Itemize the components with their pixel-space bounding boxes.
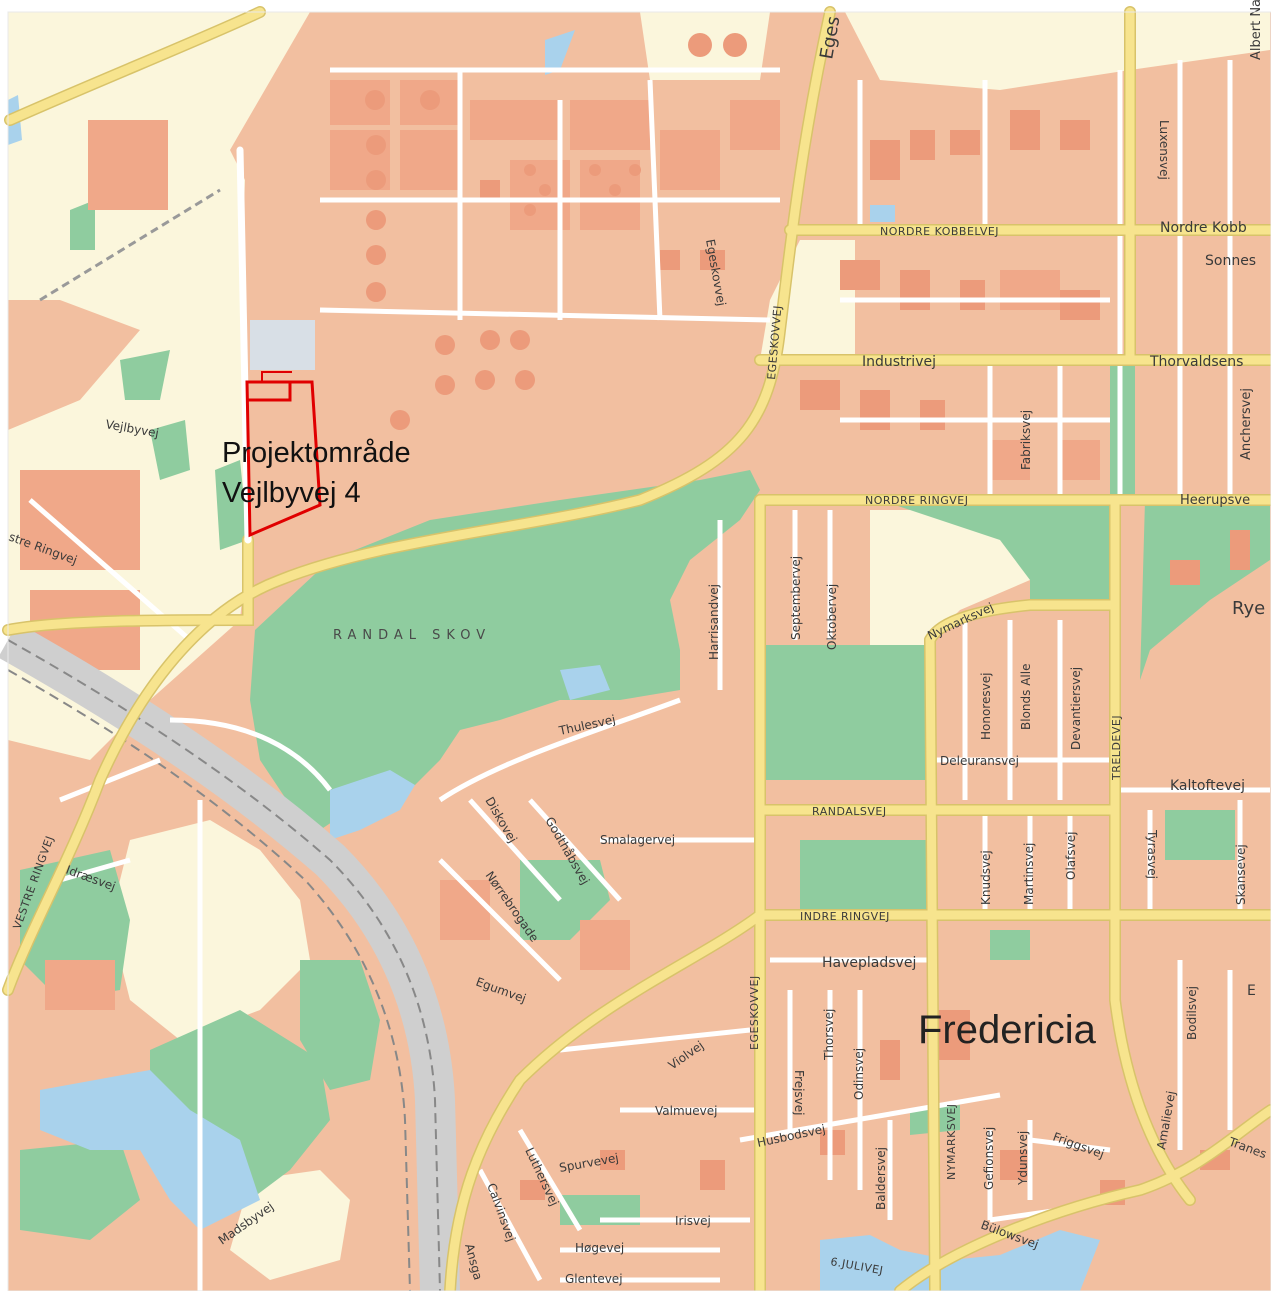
major-roads	[2, 6, 1271, 1291]
road-label-smalagervej: Smalagervej	[600, 833, 675, 847]
road-label-frejsvej: Frejsvej	[792, 1070, 806, 1116]
railway	[0, 188, 460, 1291]
road-label-septembervej: Septembervej	[789, 556, 803, 640]
road-label-indre-ringvej: INDRE RINGVEJ	[800, 910, 890, 923]
road-label-randalsvej: RANDALSVEJ	[812, 805, 887, 818]
minor-roads	[28, 60, 1270, 1291]
storage-tanks	[365, 33, 747, 430]
road-label-irisvej: Irisvej	[675, 1214, 711, 1228]
road-label-nordre-ringvej: NORDRE RINGVEJ	[865, 494, 968, 507]
road-label-kaltoftevej: Kaltoftevej	[1170, 778, 1245, 794]
road-label-luxensvej: Luxensvej	[1157, 120, 1171, 180]
road-label-heerupsve: Heerupsve	[1180, 493, 1250, 508]
road-label-rye: Rye	[1232, 598, 1265, 619]
road-label-odinsvej: Odinsvej	[852, 1048, 866, 1100]
road-label-sonnes: Sonnes	[1205, 253, 1256, 269]
road-label-e-right: E	[1247, 983, 1256, 999]
road-label-valmuevej: Valmuevej	[655, 1104, 717, 1118]
city-label: Fredericia	[918, 1008, 1097, 1052]
buildings	[480, 110, 1250, 1205]
project-label-line1: Projektområde	[222, 437, 411, 469]
road-label-martinsvej: Martinsvej	[1022, 843, 1036, 905]
road-label-blonds-alle: Blonds Alle	[1019, 664, 1033, 730]
road-label-ydunsvej: Ydunsvej	[1016, 1131, 1030, 1186]
road-label-honoresvej: Honoresvej	[979, 673, 993, 740]
road-label-havepladsvej: Havepladsvej	[822, 955, 916, 971]
water-bodies	[8, 30, 1100, 1291]
forest-label: RANDAL SKOV	[333, 628, 491, 643]
road-label-deleuransvej: Deleuransvej	[940, 754, 1019, 768]
road-label-nymarksvej-s: NYMARKSVEJ	[945, 1103, 958, 1180]
industrial-blocks	[20, 80, 1100, 1010]
road-label-nordre-kobbelvej: NORDRE KOBBELVEJ	[880, 225, 999, 238]
road-label-tyrasvej: Tyrasvej	[1145, 829, 1159, 879]
road-label-skansevej: Skansevej	[1234, 844, 1248, 905]
road-label-industrivej: Industrivej	[862, 354, 936, 370]
road-label-fabriksvej: Fabriksvej	[1019, 410, 1033, 470]
road-label-thorvaldsens: Thorvaldsens	[1149, 354, 1243, 370]
road-label-devantiersvej: Devantiersvej	[1069, 667, 1083, 750]
road-label-albert-naurs: Albert Naurs Vej	[1249, 0, 1264, 60]
road-label-treldevej: TRELDEVEJ	[1110, 715, 1123, 781]
road-label-glentevej: Glentevej	[565, 1272, 623, 1286]
road-label-egeskovvej-s: EGESKOVVEJ	[748, 975, 761, 1050]
road-label-nordre-kobbelvej-e: Nordre Kobb	[1160, 220, 1247, 236]
road-label-hogevej: Høgevej	[575, 1241, 624, 1255]
road-label-egeskovvej-major: EGESKOVVEJ	[765, 305, 784, 381]
road-label-gefionsvej: Gefionsvej	[982, 1127, 996, 1190]
road-label-oktobervej: Oktobervej	[825, 584, 839, 650]
road-label-thorsvej: Thorsvej	[822, 1009, 836, 1061]
project-boundary[interactable]	[245, 371, 322, 538]
road-label-anchersvej: Anchersvej	[1239, 388, 1254, 460]
road-label-harrisandvej: Harrisandvej	[707, 584, 721, 660]
project-label-line2: Vejlbyvej 4	[222, 477, 361, 509]
road-label-bodilsvej: Bodilsvej	[1185, 986, 1199, 1040]
road-label-baldersvej: Baldersvej	[874, 1147, 888, 1210]
road-label-olafsvej: Olafsvej	[1064, 832, 1078, 880]
road-label-knudsvej: Knudsvej	[979, 850, 993, 905]
